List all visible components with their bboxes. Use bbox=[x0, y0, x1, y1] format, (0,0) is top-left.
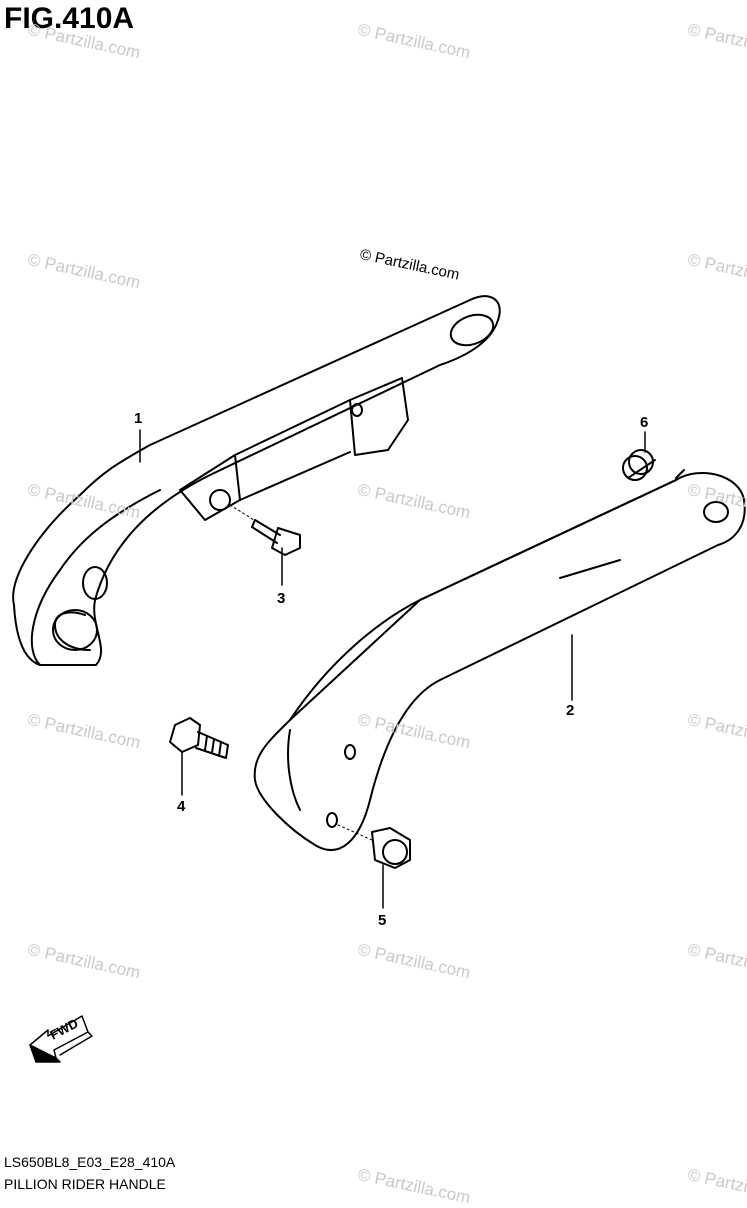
bolt-4 bbox=[169, 717, 229, 759]
callout-3: 3 bbox=[277, 590, 286, 607]
cap-nut-5 bbox=[337, 824, 411, 869]
figure-title: FIG.410A bbox=[4, 2, 135, 35]
figure-name: PILLION RIDER HANDLE bbox=[4, 1176, 166, 1192]
callout-4: 4 bbox=[177, 798, 186, 815]
cushion-6 bbox=[622, 449, 656, 481]
bolt-3 bbox=[229, 504, 301, 556]
callout-1: 1 bbox=[134, 410, 143, 427]
leader-lines bbox=[139, 429, 646, 909]
handle-right bbox=[253, 469, 746, 851]
figure-code: LS650BL8_E03_E28_410A bbox=[4, 1154, 176, 1170]
handle-left bbox=[12, 295, 501, 666]
callout-6: 6 bbox=[640, 414, 649, 431]
callout-5: 5 bbox=[378, 912, 387, 929]
fwd-arrow-icon bbox=[29, 1015, 93, 1063]
callout-2: 2 bbox=[566, 702, 575, 719]
